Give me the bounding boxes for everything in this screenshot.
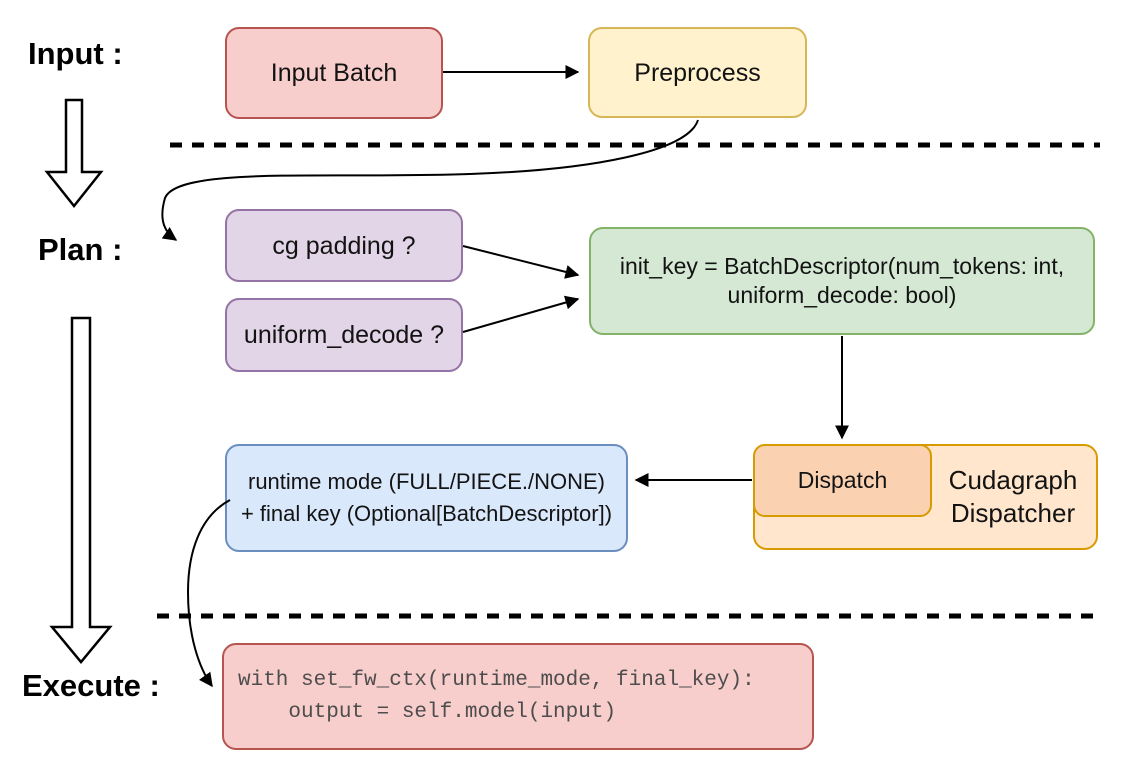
execute-code-line2: output = self.model(input) [238,700,617,724]
node-runtime-mode-line2: + final key (Optional[BatchDescriptor]) [240,501,613,526]
edge-cg-padding-to-init-key [462,245,580,279]
node-cg-padding-label: cg padding ? [272,231,416,260]
input-section-label: Input : [28,36,123,71]
node-input-batch: Input Batch [225,27,443,119]
node-preprocess: Preprocess [588,27,807,118]
node-uniform-decode: uniform_decode ? [225,298,463,372]
node-preprocess-label: Preprocess [634,58,761,87]
node-runtime-mode-line1: runtime mode (FULL/PIECE./NONE) [248,469,605,495]
node-dispatch: Dispatch [753,444,932,517]
edge-uniform-decode-to-init-key [462,295,580,333]
node-input-batch-label: Input Batch [270,59,398,87]
node-cudagraph-line1: Cudagraph [948,464,1078,495]
node-cudagraph-line2: Dispatcher [950,498,1076,528]
long-down-arrow-icon [49,316,113,664]
down-arrow-icon [44,98,104,209]
execute-code-line1: with set_fw_ctx(runtime_mode, final_key)… [238,669,755,692]
execute-section-label: Execute : [22,668,160,703]
node-execute-code: with set_fw_ctx(runtime_mode, final_key)… [222,643,814,750]
plan-section-label: Plan : [38,232,123,267]
node-runtime-mode: runtime mode (FULL/PIECE./NONE) + final … [225,444,628,552]
node-uniform-decode-label: uniform_decode ? [243,321,445,349]
node-init-key: init_key = BatchDescriptor(num_tokens: i… [589,227,1095,335]
node-dispatch-label: Dispatch [797,466,888,493]
node-cg-padding: cg padding ? [225,209,463,282]
node-init-key-line1: init_key = BatchDescriptor(num_tokens: i… [619,252,1065,279]
node-init-key-line2: uniform_decode: bool) [727,282,957,308]
